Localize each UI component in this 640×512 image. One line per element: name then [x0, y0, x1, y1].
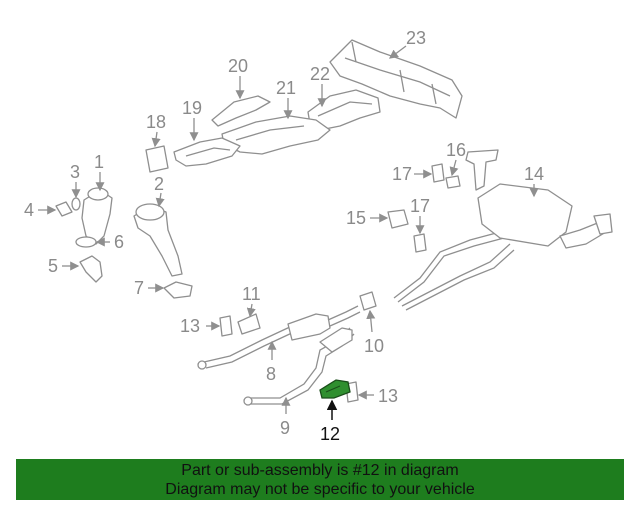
part-10-hanger — [359, 291, 377, 311]
part-6-gasket — [75, 236, 97, 248]
banner-line-2: Diagram may not be specific to your vehi… — [165, 481, 475, 498]
callout-12: 12 — [320, 424, 340, 444]
callout-10: 10 — [364, 336, 384, 356]
part-16-clip — [445, 175, 461, 189]
callout-15: 15 — [346, 208, 366, 228]
callout-8: 8 — [266, 364, 276, 384]
callout-5: 5 — [48, 256, 58, 276]
part-12-bracket-highlighted[interactable] — [319, 379, 351, 399]
part-1-catalytic-converter — [81, 187, 113, 245]
part-14-rear-muffler — [393, 183, 613, 311]
callout-14: 14 — [524, 164, 544, 184]
callout-1: 1 — [94, 152, 104, 172]
callout-6: 6 — [114, 232, 124, 252]
part-8-front-pipe — [197, 305, 361, 370]
part-2-catalytic-converter — [133, 203, 183, 277]
part-17-isolator-upper — [431, 163, 445, 183]
part-16-hanger — [465, 149, 499, 191]
callout-13-right: 13 — [378, 386, 398, 406]
callout-20: 20 — [228, 56, 248, 76]
callout-17-lower: 17 — [410, 196, 430, 216]
callout-3: 3 — [70, 162, 80, 182]
part-20-heat-shield — [211, 95, 271, 127]
callout-23: 23 — [406, 28, 426, 48]
part-11-bracket — [237, 313, 261, 335]
callout-7: 7 — [134, 278, 144, 298]
info-banner: Part or sub-assembly is #12 in diagram D… — [16, 459, 624, 500]
banner-line-1: Part or sub-assembly is #12 in diagram — [181, 462, 459, 479]
part-7-bracket — [163, 281, 193, 299]
part-15-bracket — [387, 209, 409, 229]
callout-2: 2 — [154, 174, 164, 194]
callout-17-upper: 17 — [392, 164, 412, 184]
callout-4: 4 — [24, 200, 34, 220]
part-23-tunnel-heat-shield — [329, 39, 463, 119]
part-13-isolator-left — [219, 315, 233, 337]
callout-9: 9 — [280, 418, 290, 438]
callout-16: 16 — [446, 140, 466, 160]
callout-22: 22 — [310, 64, 330, 84]
callout-19: 19 — [182, 98, 202, 118]
callout-18: 18 — [146, 112, 166, 132]
part-17-isolator-lower — [413, 233, 427, 253]
callout-labels: 1 2 3 4 5 6 7 8 9 10 11 12 13 13 14 15 1… — [24, 28, 544, 444]
leader-lines — [38, 45, 539, 420]
part-4-clamp — [55, 201, 73, 217]
part-3-ring — [71, 197, 81, 211]
part-9-intermediate-pipe — [243, 327, 355, 406]
callout-21: 21 — [276, 78, 296, 98]
part-18-heat-shield — [145, 145, 169, 173]
part-19-heat-shield — [173, 137, 241, 167]
callout-11: 11 — [242, 284, 261, 304]
part-5-bracket — [79, 255, 103, 283]
callout-13-left: 13 — [180, 316, 200, 336]
